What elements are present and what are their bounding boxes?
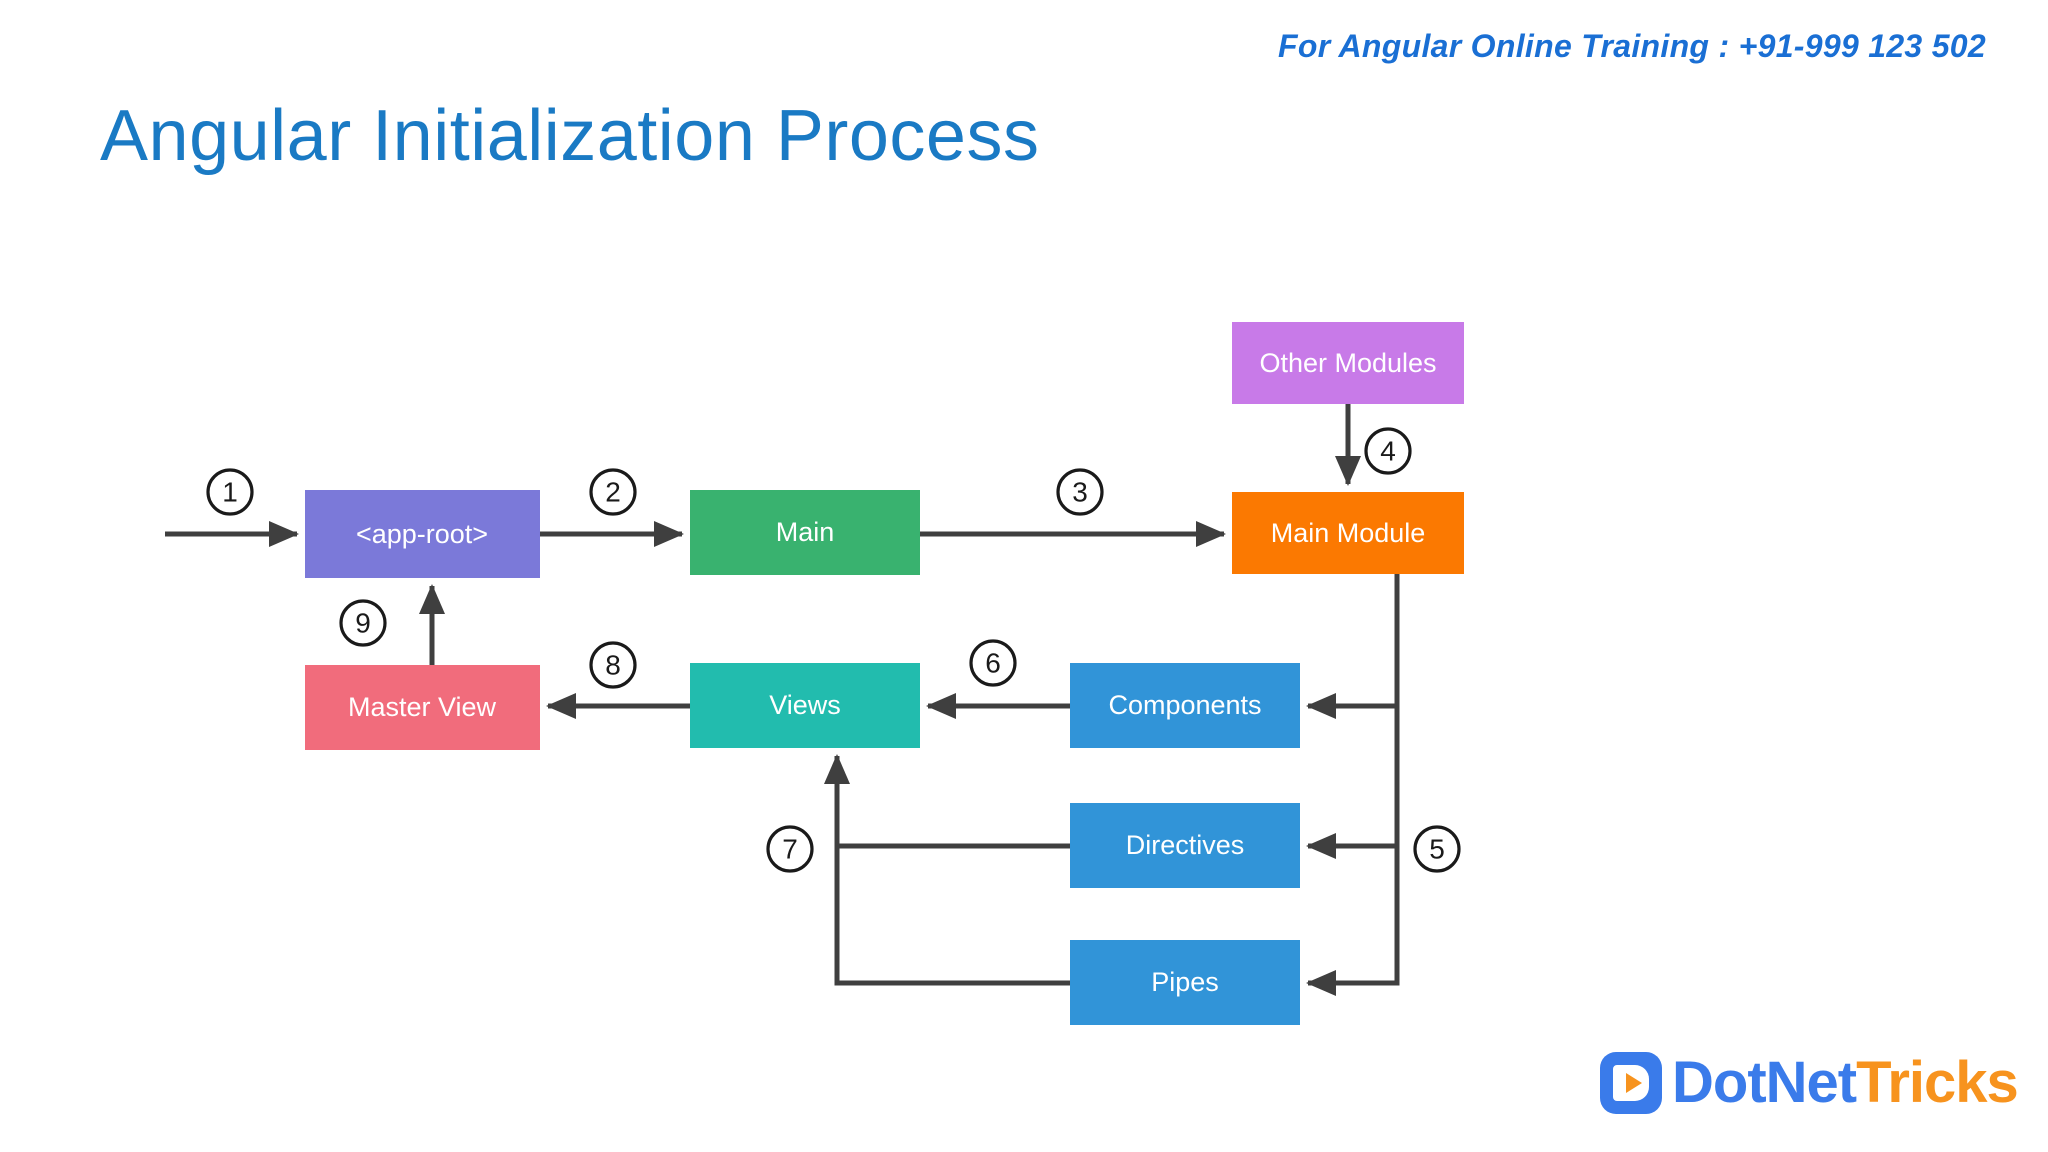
step-badge-6: 6	[969, 639, 1017, 687]
step-badge-8-label: 8	[605, 649, 621, 680]
node-directives-label: Directives	[1126, 830, 1245, 860]
step-badge-8-circle	[589, 641, 637, 689]
connector-layer	[165, 404, 1400, 996]
node-pipes-label: Pipes	[1151, 967, 1219, 997]
logo-play-triangle	[1625, 1073, 1642, 1093]
step-badge-7-label: 7	[782, 833, 798, 864]
step-badge-3-label: 3	[1072, 476, 1088, 507]
node-main-module-rect	[1232, 492, 1464, 574]
step-badge-7: 7	[766, 825, 814, 873]
node-views-label: Views	[769, 690, 841, 720]
step-badge-4-circle	[1364, 427, 1412, 475]
page-title: Angular Initialization Process	[100, 96, 1040, 176]
step-badge-1-label: 1	[222, 476, 238, 507]
node-directives-rect	[1070, 803, 1300, 888]
step-badge-2-label: 2	[605, 476, 621, 507]
step-badge-1-circle	[206, 468, 254, 516]
node-components-label: Components	[1108, 690, 1261, 720]
step-badge-3-circle	[1056, 468, 1104, 516]
node-other-modules-rect	[1232, 322, 1464, 404]
step-badge-2: 2	[589, 468, 637, 516]
step-badge-8: 8	[589, 641, 637, 689]
connector-main-module-to-directives	[1305, 706, 1400, 859]
step-badge-5-label: 5	[1429, 833, 1445, 864]
step-badge-9: 9	[339, 599, 387, 647]
connector-main-module-to-pipes	[1305, 846, 1400, 996]
node-app-root-rect	[305, 490, 540, 578]
step-badge-9-label: 9	[355, 607, 371, 638]
node-views[interactable]: Views	[690, 663, 920, 748]
logo-text-secondary: Tricks	[1856, 1050, 2019, 1115]
connector-main-module-to-components	[1305, 574, 1400, 719]
connector-pipes-to-views	[824, 753, 1070, 986]
step-badge-4-label: 4	[1380, 435, 1396, 466]
step-badge-2-circle	[589, 468, 637, 516]
node-pipes-rect	[1070, 940, 1300, 1025]
node-pipes[interactable]: Pipes	[1070, 940, 1300, 1025]
step-badge-3: 3	[1056, 468, 1104, 516]
step-badge-4: 4	[1364, 427, 1412, 475]
step-badge-5: 5	[1413, 825, 1461, 873]
step-badge-6-circle	[969, 639, 1017, 687]
dotnettricks-logo[interactable]: DotNetTricks	[1600, 1052, 2019, 1114]
node-components[interactable]: Components	[1070, 663, 1300, 748]
step-badge-9-circle	[339, 599, 387, 647]
node-master-view-label: Master View	[348, 692, 497, 722]
logo-wordmark: DotNetTricks	[1672, 1054, 2019, 1112]
play-button-icon	[1600, 1052, 1662, 1114]
node-main-label: Main	[776, 517, 835, 547]
node-master-view-rect	[305, 665, 540, 750]
logo-d-shape	[1613, 1065, 1649, 1101]
step-badge-7-circle	[766, 825, 814, 873]
promo-banner-text: For Angular Online Training : +91-999 12…	[1278, 28, 1986, 64]
node-master-view[interactable]: Master View	[305, 665, 540, 750]
logo-text-primary: DotNet	[1672, 1050, 1857, 1115]
step-badge-1: 1	[206, 468, 254, 516]
node-other-modules-label: Other Modules	[1259, 348, 1436, 378]
node-app-root-label: <app-root>	[356, 519, 488, 549]
node-main-module-label: Main Module	[1271, 518, 1426, 548]
node-directives[interactable]: Directives	[1070, 803, 1300, 888]
node-main-module[interactable]: Main Module	[1232, 492, 1464, 574]
node-main[interactable]: Main	[690, 490, 920, 575]
node-app-root[interactable]: <app-root>	[305, 490, 540, 578]
node-components-rect	[1070, 663, 1300, 748]
node-views-rect	[690, 663, 920, 748]
node-main-rect	[690, 490, 920, 575]
step-badge-5-circle	[1413, 825, 1461, 873]
node-other-modules[interactable]: Other Modules	[1232, 322, 1464, 404]
step-badge-6-label: 6	[985, 647, 1001, 678]
